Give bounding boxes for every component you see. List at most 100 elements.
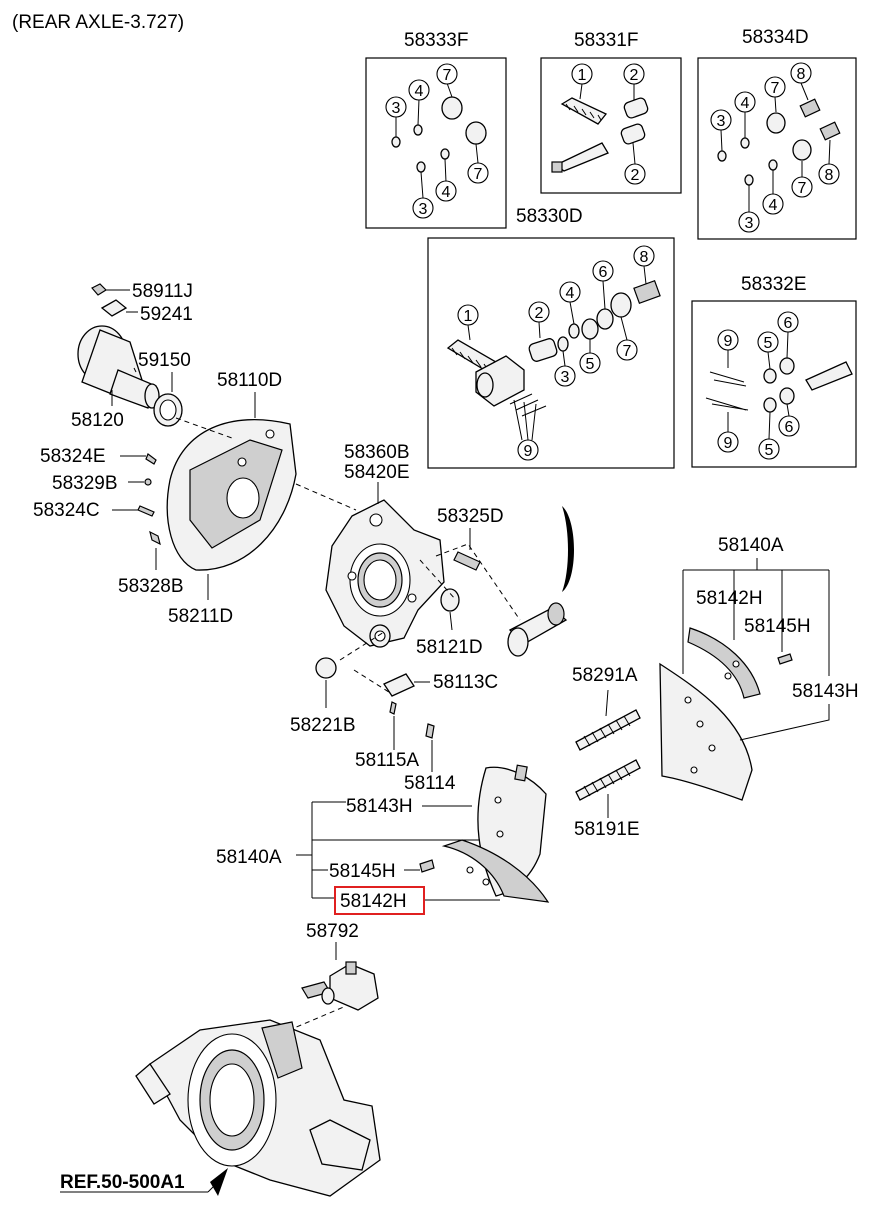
label-58221B[interactable]: 58221B bbox=[290, 715, 356, 736]
kit-58334D: 58334D 8 7 4 3 7 8 4 3 bbox=[697, 27, 857, 240]
kit-58332E-drawing bbox=[705, 331, 853, 440]
label-58420E[interactable]: 58420E bbox=[344, 462, 410, 483]
kit-58334D-num-5: 7 bbox=[798, 180, 807, 197]
kit-58334D-num-8: 3 bbox=[745, 215, 754, 232]
kit-58331F-num-1: 1 bbox=[578, 67, 587, 84]
kit-58334D-drawing bbox=[717, 82, 841, 212]
kit-58330D-num-5: 1 bbox=[464, 308, 473, 325]
kit-58333F-num-6: 3 bbox=[419, 201, 428, 218]
label-bottom-58140A[interactable]: 58140A bbox=[216, 847, 282, 868]
abs-sensor-58792-icon bbox=[301, 961, 379, 1011]
kit-58330D-num-7: 7 bbox=[623, 343, 632, 360]
bottom-group-leaders bbox=[296, 801, 500, 901]
label-58360B[interactable]: 58360B bbox=[344, 442, 410, 463]
kit-58334D-num-7: 4 bbox=[769, 197, 778, 214]
pin-58115A-icon bbox=[389, 701, 397, 715]
kit-58330D-num-2: 6 bbox=[599, 264, 608, 281]
label-58113C[interactable]: 58113C bbox=[433, 672, 498, 693]
bolt-58324E-icon bbox=[145, 453, 157, 465]
kit-58333F-drawing bbox=[391, 82, 487, 199]
kit-58331F-drawing bbox=[551, 83, 649, 173]
rivet-bottom-icon bbox=[419, 859, 435, 873]
label-right-58143H[interactable]: 58143H bbox=[792, 681, 859, 702]
diagram-title: (REAR AXLE-3.727) bbox=[12, 12, 184, 33]
backing-plate-assembly bbox=[77, 283, 357, 600]
spring-58291A-icon bbox=[575, 709, 641, 751]
kit-58334D-box bbox=[697, 57, 857, 240]
label-bottom-58142H[interactable]: 58142H bbox=[340, 891, 407, 912]
kit-58333F-num-4: 7 bbox=[474, 166, 483, 183]
kit-58330D-num-8: 3 bbox=[561, 369, 570, 386]
kit-58330D-label[interactable]: 58330D bbox=[516, 206, 583, 227]
kit-58334D-label[interactable]: 58334D bbox=[742, 27, 809, 48]
kit-58330D-num-3: 4 bbox=[566, 285, 575, 302]
label-58328B[interactable]: 58328B bbox=[118, 576, 184, 597]
backing-plate-58110D-icon bbox=[166, 419, 297, 571]
kit-58332E-num-6: 6 bbox=[785, 419, 794, 436]
washer-58329B-icon bbox=[144, 478, 152, 486]
bolt-58324C-icon bbox=[137, 505, 155, 517]
label-58191E[interactable]: 58191E bbox=[574, 819, 640, 840]
kit-58330D-box bbox=[427, 237, 675, 469]
kit-58332E: 58332E 9 5 6 9 5 6 bbox=[691, 274, 857, 468]
kit-58333F-num-2: 4 bbox=[415, 83, 424, 100]
bolt-58325D-icon bbox=[453, 551, 481, 571]
spider-58360B-icon bbox=[325, 499, 445, 648]
label-58110D[interactable]: 58110D bbox=[217, 370, 282, 391]
kit-58332E-num-2: 5 bbox=[764, 335, 773, 352]
camshaft-end-icon bbox=[562, 506, 574, 592]
kit-58333F-num-1: 7 bbox=[443, 67, 452, 84]
label-right-58140A[interactable]: 58140A bbox=[718, 535, 784, 556]
label-58911J[interactable]: 58911J bbox=[132, 281, 193, 302]
kit-58331F-num-3: 2 bbox=[631, 167, 640, 184]
anchor-bracket-assembly bbox=[315, 482, 574, 772]
brake-shoe-right-icon bbox=[659, 627, 761, 801]
label-58121D[interactable]: 58121D bbox=[416, 637, 483, 658]
pin-58114-icon bbox=[425, 723, 435, 739]
kit-58331F-label[interactable]: 58331F bbox=[574, 30, 638, 51]
label-58329B[interactable]: 58329B bbox=[52, 473, 118, 494]
bolt-58911J-icon bbox=[91, 283, 107, 296]
kit-58332E-label[interactable]: 58332E bbox=[741, 274, 807, 295]
kit-58334D-num-4: 3 bbox=[717, 113, 726, 130]
brake-shoe-left-icon bbox=[441, 764, 550, 903]
label-58114[interactable]: 58114 bbox=[404, 773, 456, 794]
kit-58332E-num-5: 5 bbox=[765, 442, 774, 459]
kit-58332E-box bbox=[691, 300, 857, 468]
label-58324C[interactable]: 58324C bbox=[33, 500, 100, 521]
bushing-58221B-icon bbox=[315, 657, 337, 679]
axle-housing-icon bbox=[135, 1019, 381, 1197]
clip-58328B-icon bbox=[149, 530, 161, 546]
label-right-58142H[interactable]: 58142H bbox=[696, 588, 763, 609]
label-58211D[interactable]: 58211D bbox=[168, 606, 233, 627]
spring-58191E-icon bbox=[575, 759, 641, 801]
kit-58334D-num-3: 4 bbox=[741, 95, 750, 112]
highlight-box-58142H bbox=[334, 886, 425, 915]
kit-58332E-num-4: 9 bbox=[724, 435, 733, 452]
label-58115A[interactable]: 58115A bbox=[355, 750, 419, 771]
kit-58331F: 58331F 1 2 2 bbox=[540, 30, 682, 194]
label-bottom-58145H[interactable]: 58145H bbox=[329, 861, 396, 882]
label-58792[interactable]: 58792 bbox=[306, 921, 359, 942]
kit-58334D-num-2: 7 bbox=[771, 80, 780, 97]
label-bottom-58143H[interactable]: 58143H bbox=[346, 796, 413, 817]
kit-58330D-num-6: 5 bbox=[586, 356, 595, 373]
camshaft-icon bbox=[507, 602, 568, 657]
kit-58333F-box bbox=[365, 57, 507, 229]
kit-58330D-num-1: 8 bbox=[640, 249, 649, 266]
kit-58333F-num-3: 3 bbox=[392, 100, 401, 117]
label-58325D[interactable]: 58325D bbox=[437, 506, 504, 527]
label-59150[interactable]: 59150 bbox=[138, 350, 191, 371]
kit-58330D-num-9: 9 bbox=[524, 443, 533, 460]
kit-58331F-box bbox=[540, 57, 682, 194]
label-58324E[interactable]: 58324E bbox=[40, 446, 106, 467]
label-58291A[interactable]: 58291A bbox=[572, 665, 638, 686]
label-58120[interactable]: 58120 bbox=[71, 410, 124, 431]
kit-58333F-label[interactable]: 58333F bbox=[404, 30, 468, 51]
label-59241[interactable]: 59241 bbox=[140, 304, 193, 325]
ref-label[interactable]: REF.50-500A1 bbox=[60, 1172, 185, 1193]
kit-58334D-num-1: 8 bbox=[797, 66, 806, 83]
label-right-58145H[interactable]: 58145H bbox=[744, 616, 811, 637]
kit-58331F-num-2: 2 bbox=[630, 67, 639, 84]
